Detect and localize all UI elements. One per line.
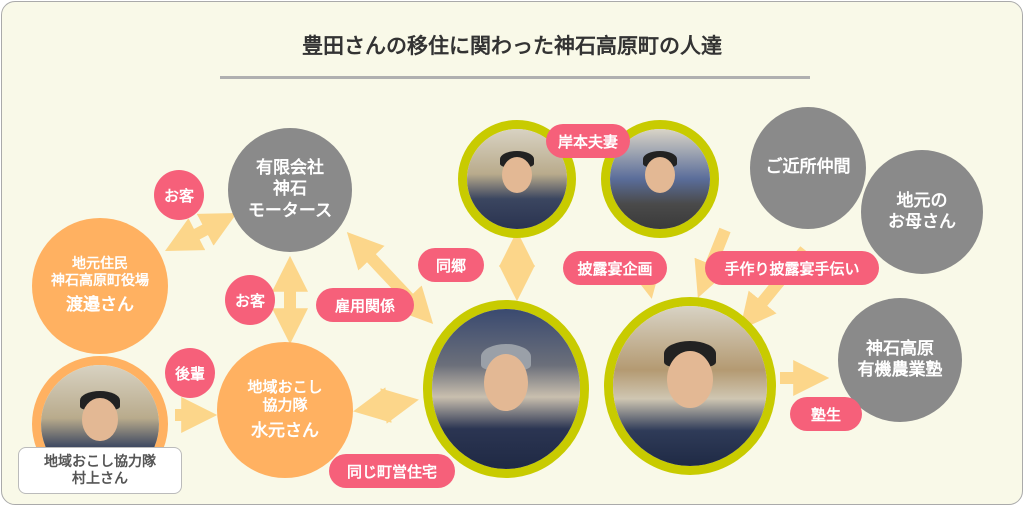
- label-customer-2: お客: [225, 275, 275, 325]
- node-text: モータース: [247, 200, 333, 221]
- label-same-housing: 同じ町営住宅: [329, 454, 455, 488]
- label-hometown: 同郷: [418, 248, 484, 282]
- node-text: ご近所仲間: [765, 157, 851, 178]
- label-kishimoto-couple: 岸本夫妻: [546, 124, 630, 158]
- node-text: 地域おこし協力隊: [44, 453, 156, 470]
- arrow-mizumoto-toyota: [353, 387, 419, 424]
- arrow-watanabe-motors: [165, 213, 237, 251]
- node-mizumoto: 地域おこし 協力隊 水元さん: [217, 342, 353, 478]
- node-watanabe: 地元住民 神石高原町役場 渡邉さん: [32, 218, 168, 354]
- node-text: お母さん: [888, 212, 956, 232]
- label-employment: 雇用関係: [316, 288, 414, 322]
- node-organic-farm-school: 神石高原 有機農業塾: [838, 298, 962, 422]
- node-text: 水元さん: [251, 421, 319, 442]
- node-text: 地元の: [896, 190, 948, 211]
- node-text: 地元住民: [72, 255, 128, 272]
- node-neighbors: ご近所仲間: [750, 107, 866, 229]
- node-text: 渡邉さん: [66, 294, 134, 315]
- name-label-murakami: 地域おこし協力隊 村上さん: [18, 447, 182, 494]
- node-text: 神石高原町役場: [51, 273, 149, 290]
- label-student: 塾生: [790, 397, 862, 431]
- node-text: 神石高原: [866, 338, 934, 359]
- label-customer-1: お客: [154, 170, 204, 220]
- node-local-mothers: 地元の お母さん: [861, 150, 983, 274]
- node-kanseki-motors: 有限会社 神石 モータース: [228, 128, 352, 252]
- node-text: 有機農業塾: [857, 360, 943, 380]
- label-reception-help: 手作り披露宴手伝い: [705, 251, 879, 285]
- title-underline: [220, 76, 810, 79]
- label-reception-planning: 披露宴企画: [563, 251, 667, 285]
- node-text: 地域おこし: [247, 377, 323, 396]
- node-text: 協力隊: [262, 396, 308, 415]
- person-photo: [432, 309, 580, 469]
- label-junior: 後輩: [165, 348, 215, 398]
- node-text: 有限会社: [256, 158, 324, 179]
- photo-toyota-wife: [604, 297, 776, 475]
- diagram-title: 豊田さんの移住に関わった神石高原町の人達: [302, 34, 722, 58]
- person-photo: [613, 306, 767, 466]
- node-text: 神石: [273, 179, 307, 200]
- node-text: 村上さん: [72, 470, 128, 487]
- photo-toyota-husband: [423, 300, 589, 478]
